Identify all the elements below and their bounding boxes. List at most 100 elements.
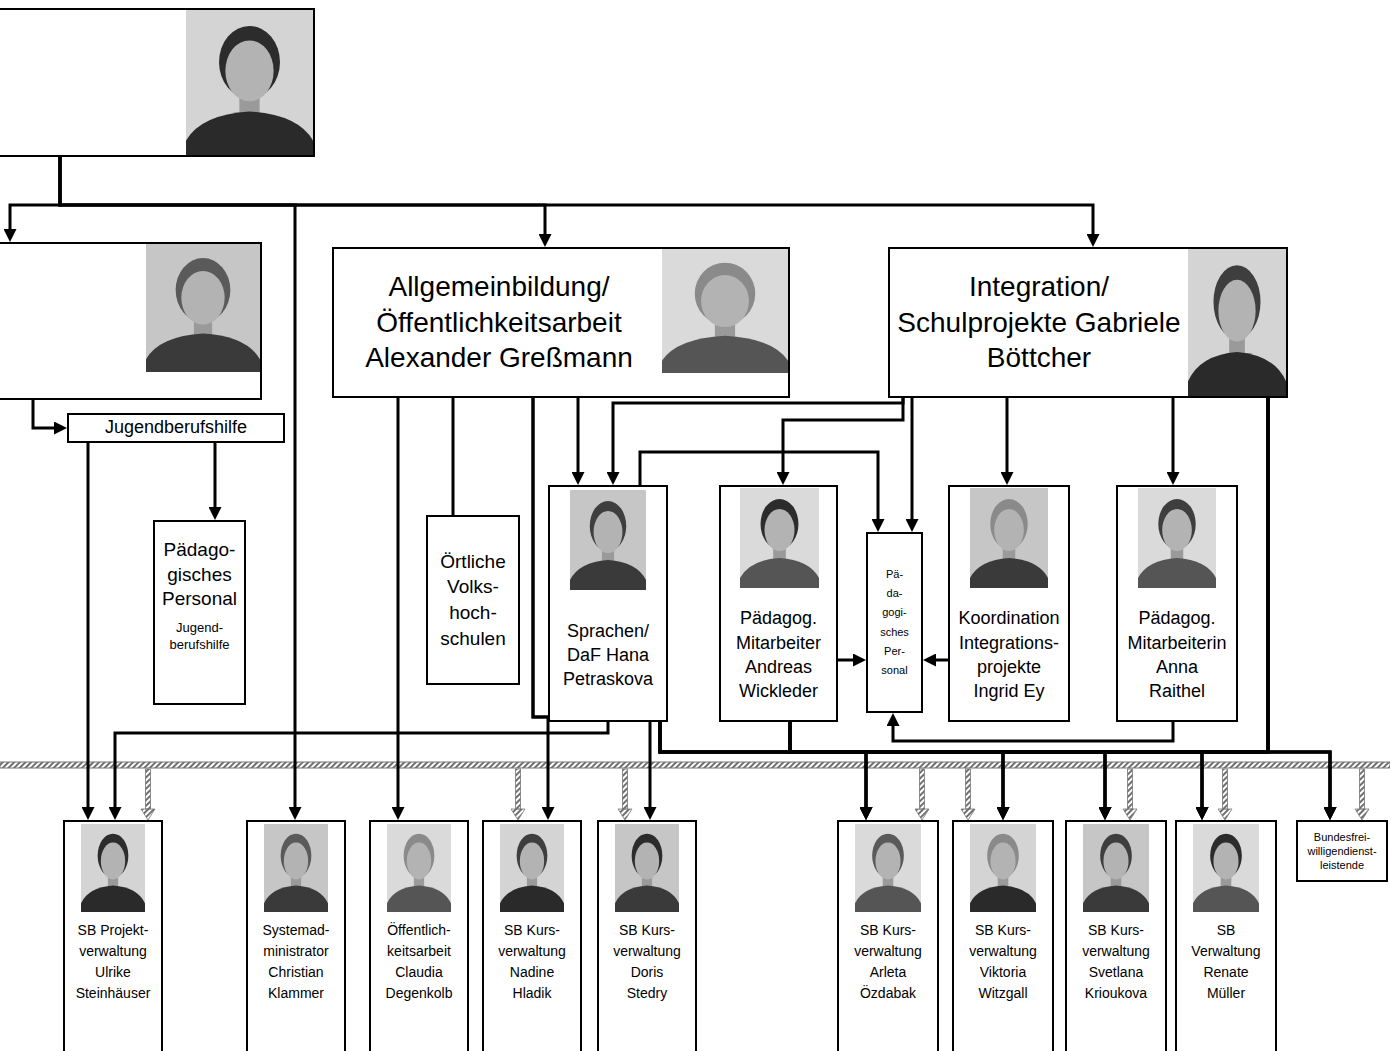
org-box: SB Kurs- verwaltung Nadine Hladik [482, 820, 582, 1051]
box-label: Bundesfrei- willigendienst- leistende [1307, 830, 1376, 873]
portrait-photo [264, 824, 328, 912]
photo-background [570, 490, 646, 590]
connector [790, 722, 1330, 814]
photo-shoulders [855, 886, 921, 912]
portrait-photo [615, 824, 679, 912]
org-box: Pädago- gisches PersonalJugend- berufshi… [153, 520, 246, 705]
connector [60, 157, 1093, 241]
photo-background [186, 10, 313, 155]
connector [783, 398, 903, 479]
connector [911, 398, 914, 526]
portrait-photo [81, 824, 145, 912]
connector [1105, 398, 1268, 814]
photo-shoulders [264, 886, 328, 912]
portrait-photo [387, 824, 451, 912]
box-label: Koordination Integrations- projekte Ingr… [956, 606, 1062, 703]
portrait-photo [1193, 824, 1259, 912]
org-box: Integration/ Schulprojekte Gabriele Bött… [888, 247, 1288, 398]
connector [929, 659, 948, 662]
box-label: Jugend- berufshilfe [170, 620, 230, 654]
connector [115, 722, 608, 814]
photo-shoulders [186, 112, 313, 156]
photo-face [284, 842, 308, 879]
connector [660, 722, 1330, 814]
box-label: SB Verwaltung Renate Müller [1191, 920, 1260, 1004]
org-box: Pädagog. Mitarbeiter Andreas Wickleder [719, 485, 838, 722]
connector [866, 398, 1268, 814]
box-label: SB Kurs- verwaltung Viktoria Witzgall [969, 920, 1037, 1004]
portrait-photo [570, 490, 646, 590]
box-label: SB Projekt- verwaltung Ulrike Steinhäuse… [76, 920, 151, 1004]
org-box: Pä- da- gogi- sches Per- sonal [866, 532, 923, 713]
box-label: SB Kurs- verwaltung Svetlana Krioukova [1082, 920, 1150, 1004]
dotted-arrow-head [915, 809, 929, 820]
dotted-arrow-shaft [623, 769, 628, 809]
box-label: Integration/ Schulprojekte Gabriele Bött… [894, 269, 1184, 376]
connector [613, 398, 903, 479]
dotted-arrow-head [1123, 809, 1137, 820]
dotted-arrow-shaft [1223, 769, 1228, 809]
org-box: Pädagog. Mitarbeiterin Anna Raithel [1116, 485, 1238, 722]
org-box: SB Projekt- verwaltung Ulrike Steinhäuse… [63, 820, 163, 1051]
photo-background [387, 824, 451, 912]
photo-face [181, 271, 224, 325]
org-box: Öffentlich- keitsarbeit Claudia Degenkol… [369, 820, 469, 1051]
photo-face [101, 842, 125, 879]
photo-face [1103, 842, 1128, 879]
org-box: SB Kurs- verwaltung Arleta Özdabak [837, 820, 939, 1051]
photo-face [701, 275, 749, 327]
org-box: Sprachen/ DaF Hana Petraskova [548, 485, 668, 722]
photo-shoulders [1188, 352, 1286, 396]
portrait-photo [1083, 824, 1149, 912]
photo-background [970, 824, 1036, 912]
photo-shoulders [740, 558, 819, 588]
box-label: Jugendberufshilfe [105, 417, 247, 439]
org-box: Systemad- ministrator Christian Klammer [246, 820, 346, 1051]
connector [33, 400, 61, 428]
connector [660, 722, 1202, 814]
photo-face [407, 842, 431, 879]
connector [1172, 398, 1175, 479]
photo-face [994, 509, 1024, 551]
dotted-arrow-head [141, 809, 155, 820]
photo-shoulders [500, 886, 564, 912]
photo-shoulders [1138, 558, 1216, 588]
box-label: Öffentlich- keitsarbeit Claudia Degenkol… [386, 920, 453, 1004]
connector [790, 722, 1003, 814]
box-label: SB Kurs- verwaltung Arleta Özdabak [854, 920, 922, 1004]
dotted-arrow-head [511, 809, 525, 820]
dotted-arrow-shaft [920, 769, 925, 809]
photo-face [520, 842, 544, 879]
photo-shoulders [570, 560, 646, 590]
box-label: Systemad- ministrator Christian Klammer [263, 920, 330, 1004]
connector [660, 722, 866, 814]
connector [1006, 398, 1009, 479]
org-box: Allgemeinbildung/ Öffentlichkeitsarbeit … [332, 247, 790, 398]
photo-shoulders [1083, 886, 1149, 912]
photo-face [875, 842, 900, 879]
photo-background [615, 824, 679, 912]
photo-background [662, 249, 788, 373]
box-label: Pädago- gisches Personal [162, 538, 237, 612]
portrait-photo [146, 244, 260, 372]
photo-background [740, 488, 819, 588]
box-label: Sprachen/ DaF Hana Petraskova [563, 619, 653, 692]
org-box [0, 242, 262, 400]
photo-background [1138, 488, 1216, 588]
box-label: SB Kurs- verwaltung Doris Stedry [613, 920, 681, 1004]
photo-background [500, 824, 564, 912]
org-box: Jugendberufshilfe [67, 413, 285, 443]
portrait-photo [970, 824, 1036, 912]
dotted-arrow-shaft [966, 769, 971, 809]
org-box [0, 8, 315, 157]
connector [214, 443, 217, 514]
org-box: SB Verwaltung Renate Müller [1175, 820, 1277, 1051]
photo-face [990, 842, 1015, 879]
portrait-photo [662, 249, 788, 373]
org-box: Örtliche Volks- hoch- schulen [426, 515, 520, 685]
connector [893, 719, 1173, 741]
dotted-arrow [141, 769, 1369, 820]
photo-background [264, 824, 328, 912]
connector [790, 722, 866, 814]
photo-background [1083, 824, 1149, 912]
